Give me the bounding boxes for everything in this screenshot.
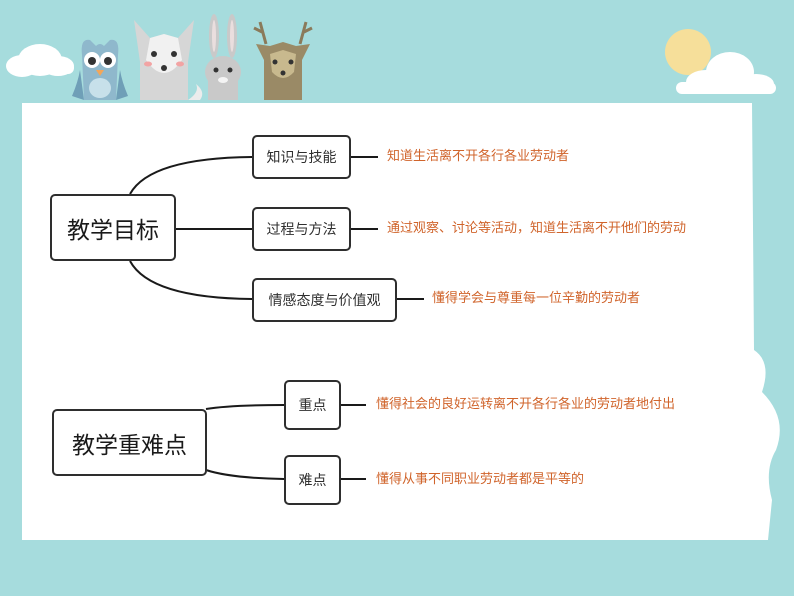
owl-icon <box>72 39 128 100</box>
diagram2-connectors <box>205 404 366 480</box>
diagram1-connectors <box>129 156 424 300</box>
sun-icon <box>665 29 711 75</box>
diagram1-branch-attitude: 情感态度与价值观 <box>252 278 397 322</box>
cloud-icon <box>676 52 776 94</box>
rabbit-icon <box>205 14 241 100</box>
diagram1-root: 教学目标 <box>50 194 176 261</box>
diagram2-branch-difficult: 难点 <box>284 455 341 505</box>
deer-icon <box>253 21 313 100</box>
fox-icon <box>134 20 203 100</box>
cloud-icon <box>6 44 74 77</box>
diagram1-leaf-knowledge: 知道生活离不开各行各业劳动者 <box>387 149 570 164</box>
diagram2-leaf-difficult: 懂得从事不同职业劳动者都是平等的 <box>376 472 585 487</box>
diagram2-leaf-key: 懂得社会的良好运转离不开各行各业的劳动者地付出 <box>376 397 676 412</box>
diagram2-root: 教学重难点 <box>52 409 207 476</box>
diagram1-leaf-process: 通过观察、讨论等活动，知道生活离不开他们的劳动 <box>387 221 687 236</box>
content-card <box>22 103 780 540</box>
diagram1-branch-process: 过程与方法 <box>252 207 351 251</box>
diagram1-leaf-attitude: 懂得学会与尊重每一位辛勤的劳动者 <box>432 291 641 306</box>
diagram1-branch-knowledge: 知识与技能 <box>252 135 351 179</box>
diagram2-branch-key: 重点 <box>284 380 341 430</box>
